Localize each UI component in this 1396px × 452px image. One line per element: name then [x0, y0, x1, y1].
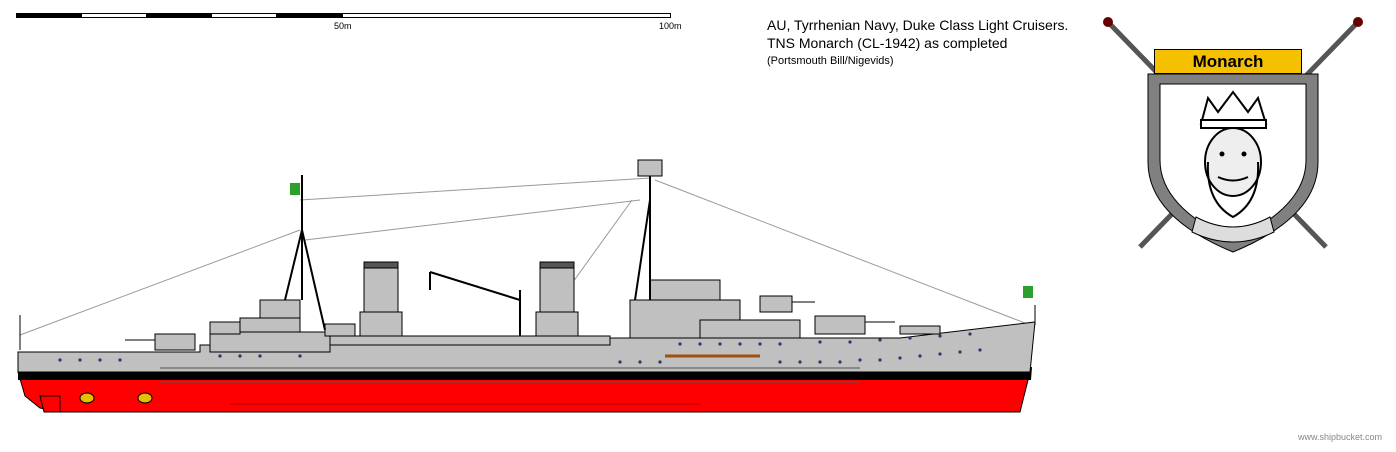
scale-label-50m: 50m — [334, 21, 352, 31]
caption-credit: (Portsmouth Bill/Nigevids) — [767, 55, 894, 67]
crane — [429, 271, 521, 336]
flag — [1023, 286, 1033, 298]
scale-segment — [342, 13, 671, 18]
flag — [290, 183, 300, 195]
caption-line-1: AU, Tyrrhenian Navy, Duke Class Light Cr… — [767, 17, 1069, 33]
scale-label-100m: 100m — [659, 21, 682, 31]
funnels — [359, 261, 579, 337]
sword-pommel — [1103, 17, 1113, 27]
crest-banner: Monarch — [1154, 49, 1302, 74]
scale-bar: 50m 100m — [16, 13, 682, 31]
watermark: www.shipbucket.com — [1297, 432, 1382, 442]
king-portrait-icon — [1191, 90, 1275, 243]
crest-emblem — [1103, 17, 1363, 253]
rigging — [19, 177, 1031, 336]
propellers — [79, 392, 153, 404]
superstructure — [209, 279, 941, 353]
ship-crest: Monarch — [1096, 12, 1386, 257]
caption-line-2: TNS Monarch (CL-1942) as completed — [767, 35, 1008, 51]
caption: AU, Tyrrhenian Navy, Duke Class Light Cr… — [767, 16, 1068, 70]
portholes — [58, 332, 982, 364]
masts — [19, 159, 1036, 350]
rudder — [39, 395, 61, 413]
sword-pommel — [1353, 17, 1363, 27]
